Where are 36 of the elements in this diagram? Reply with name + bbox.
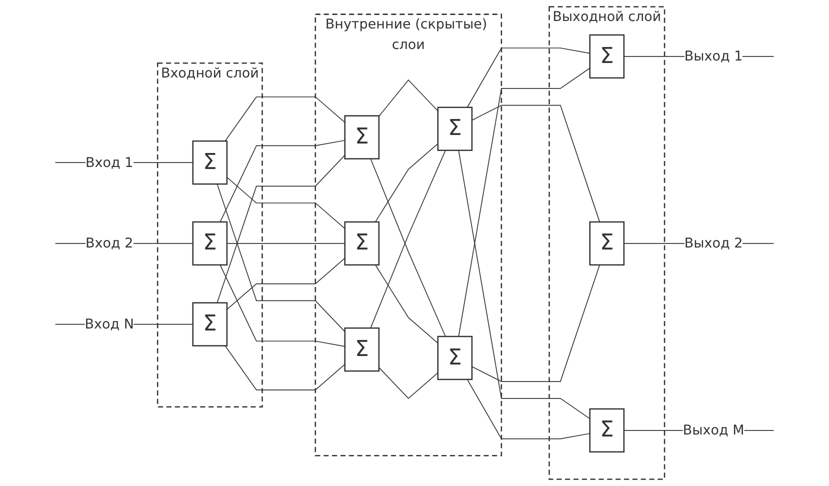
edge-label: Выход 1 — [684, 48, 743, 64]
connector — [374, 143, 438, 222]
edge-label: Вход 1 — [86, 154, 134, 170]
node-box: Σ — [344, 221, 380, 266]
connector — [466, 48, 590, 108]
connector — [224, 96, 346, 142]
connector — [226, 243, 346, 244]
connector — [378, 367, 438, 399]
node-box: Σ — [437, 106, 473, 151]
edge-label: Выход 2 — [684, 235, 743, 251]
node-box: Σ — [437, 336, 473, 380]
connector — [458, 68, 590, 337]
connector — [466, 379, 590, 440]
connector — [226, 258, 346, 310]
node-box: Σ — [589, 221, 625, 266]
node-box: Σ — [589, 408, 625, 453]
connector — [224, 345, 346, 390]
edge-label: Вход N — [84, 316, 134, 332]
connector — [472, 264, 600, 382]
connector — [220, 140, 346, 222]
connector — [216, 154, 346, 304]
connector — [220, 264, 346, 347]
node-box: Σ — [192, 221, 228, 266]
connector — [226, 176, 346, 230]
edge-label: Выход M — [682, 422, 744, 438]
connector — [216, 184, 346, 332]
connector — [458, 150, 590, 420]
node-box: Σ — [344, 327, 380, 372]
edge-label: Вход 2 — [86, 235, 134, 251]
node-box: Σ — [192, 302, 228, 346]
connector — [378, 79, 438, 117]
connector — [374, 264, 438, 344]
node-box: Σ — [589, 34, 625, 79]
node-box: Σ — [192, 140, 228, 185]
node-box: Σ — [344, 115, 380, 160]
connector — [472, 104, 600, 222]
